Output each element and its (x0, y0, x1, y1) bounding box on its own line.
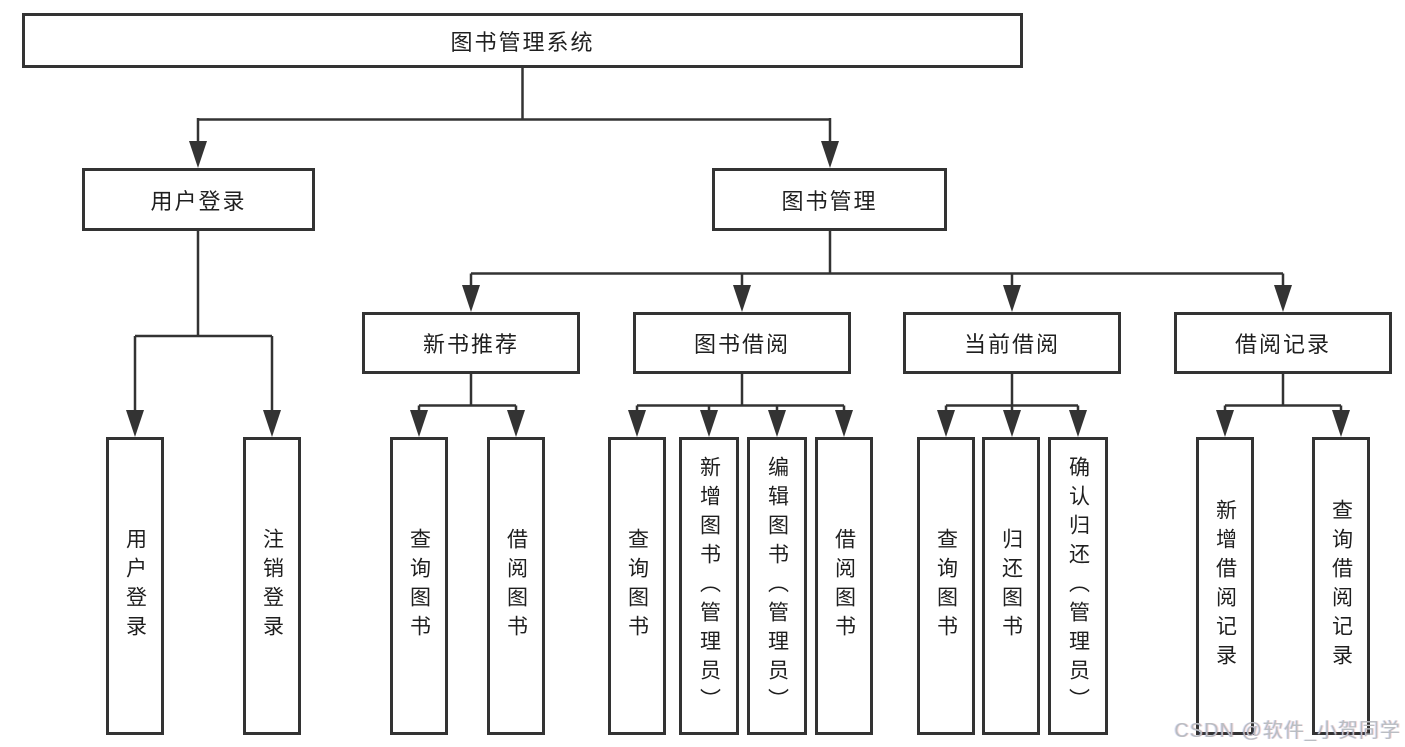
node-book-management: 图书管理 (712, 168, 947, 231)
node-leaf-query-books-c: 查询图书 (917, 437, 975, 735)
node-leaf-add-borrow-record: 新增借阅记录 (1196, 437, 1254, 735)
node-leaf-return-books: 归还图书 (982, 437, 1040, 735)
node-leaf-logout-login: 注销登录 (243, 437, 301, 735)
node-leaf-edit-books-admin: 编辑图书（管理员） (747, 437, 807, 735)
node-current-borrowing: 当前借阅 (903, 312, 1121, 374)
node-leaf-query-books-b: 查询图书 (608, 437, 666, 735)
node-new-book-recommendation: 新书推荐 (362, 312, 580, 374)
node-leaf-query-books-a: 查询图书 (390, 437, 448, 735)
watermark-text: CSDN @软件_小贺同学 (1174, 720, 1401, 742)
node-leaf-borrow-books-b: 借阅图书 (815, 437, 873, 735)
node-leaf-confirm-return-admin: 确认归还（管理员） (1048, 437, 1108, 735)
node-borrowing-records: 借阅记录 (1174, 312, 1392, 374)
node-leaf-add-books-admin: 新增图书（管理员） (679, 437, 739, 735)
node-user-login: 用户登录 (82, 168, 315, 231)
node-leaf-query-borrow-record: 查询借阅记录 (1312, 437, 1370, 735)
node-leaf-user-login: 用户登录 (106, 437, 164, 735)
node-book-borrowing: 图书借阅 (633, 312, 851, 374)
node-library-system-root: 图书管理系统 (22, 13, 1023, 68)
node-leaf-borrow-books-a: 借阅图书 (487, 437, 545, 735)
